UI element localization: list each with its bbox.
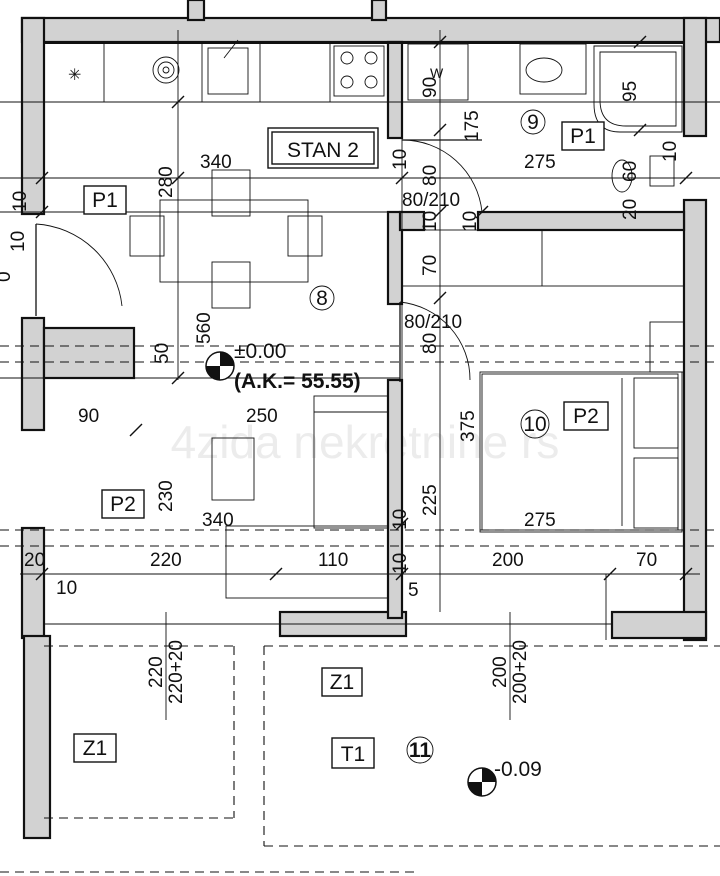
room-9-circle (520, 109, 546, 135)
bath-room-number: 9 (527, 111, 539, 134)
dim-bath-60: 60 (620, 161, 641, 182)
dim-w10-bottom-left: 10 (56, 578, 77, 599)
dim-mid-80b: 80 (420, 333, 441, 354)
dim-bottom-200: 200 (492, 550, 524, 571)
dim-bottom-110: 110 (318, 550, 348, 571)
door-bathroom (401, 139, 483, 213)
living-floor-code: P1 (92, 189, 118, 212)
bath-floor-box (561, 121, 605, 151)
fridge-icon: ✳ (68, 67, 81, 84)
dim-bedroom-375: 375 (458, 410, 479, 442)
dim-w10-left-c: 0 (0, 271, 15, 282)
bed (479, 371, 683, 533)
living-floor-box (83, 185, 127, 215)
dim-w10-left-a: 10 (10, 191, 31, 212)
dim-w20-left: 20 (24, 550, 45, 571)
dim-bath-10: 10 (660, 141, 681, 162)
bedside-table (649, 321, 685, 373)
room-8-circle (309, 285, 335, 311)
dim-bottom-70: 70 (636, 550, 657, 571)
terrace-floor-code: T1 (341, 743, 366, 766)
door-bedroom (399, 301, 471, 382)
dim-bottom-10: 10 (390, 553, 411, 574)
dim-mid-10c: 10 (460, 211, 481, 232)
labels: STAN 2 ±0.00 (A.K.= 55.55) -0.09 8 P1 P2… (0, 65, 681, 781)
dim-bath-95: 95 (620, 81, 641, 102)
dim-mid-10a: 10 (390, 149, 411, 170)
room-10-circle (520, 409, 550, 439)
dining-table (129, 169, 323, 309)
dimension-lines (0, 30, 720, 720)
dim-sill-200-20: 200+20 (510, 640, 531, 704)
sink-icon (207, 39, 249, 95)
washing-machine-icon (152, 56, 180, 84)
window-z1-box (321, 667, 363, 697)
window-z1-text: Z1 (330, 671, 355, 694)
living-room-number: 8 (316, 287, 328, 310)
dim-w10-left-b: 10 (8, 231, 29, 252)
level-marker-icon (205, 351, 235, 381)
watermark-text: 4zida nekretnine rs (171, 416, 560, 468)
beam-lines (0, 345, 720, 847)
dim-mid-80a: 80 (420, 165, 441, 186)
window-z1-left-text: Z1 (83, 737, 108, 760)
dim-bedroom-275: 275 (524, 510, 556, 531)
wardrobe (401, 229, 685, 287)
level-text: ±0.00 (234, 340, 286, 363)
dim-dining-280: 280 (156, 166, 177, 198)
washer-label: W (430, 65, 444, 81)
dim-wardrobe-70: 70 (420, 255, 441, 276)
dim-bottom-220: 220 (150, 550, 182, 571)
bedroom-floor-code: P2 (573, 405, 599, 428)
dimension-ticks (35, 35, 693, 581)
coffee-table (211, 437, 255, 501)
dim-bath-20: 20 (620, 199, 641, 220)
sofa (225, 395, 389, 599)
dim-left-230: 230 (156, 480, 177, 512)
door-entrance (35, 223, 123, 316)
dim-sill-220-20: 220+20 (166, 640, 187, 704)
dim-bedroom-10: 10 (390, 509, 411, 530)
dim-sill-200: 200 (490, 656, 511, 688)
stove-icon (333, 45, 385, 97)
dim-bath-175: 175 (462, 110, 483, 142)
dim-sill-220: 220 (146, 656, 167, 688)
bath-floor-code: P1 (570, 125, 596, 148)
terrace-level-marker-icon (467, 767, 497, 797)
door-size-bedroom: 80/210 (404, 312, 462, 333)
kitchen-counter (43, 41, 389, 103)
bedroom-room-number: 10 (523, 413, 546, 436)
dim-bath-275: 275 (524, 152, 556, 173)
dim-kitchen-width: 340 (200, 152, 232, 173)
window-z1-left-box (73, 733, 117, 763)
dim-bedroom-225: 225 (420, 484, 441, 516)
dim-sofa-250: 250 (246, 406, 278, 427)
dim-mid-10b: 10 (420, 211, 441, 232)
dim-living-340: 340 (202, 510, 234, 531)
apartment-name: STAN 2 (287, 139, 359, 162)
terrace-room-number: 11 (409, 739, 432, 762)
terrace-floor-box (331, 737, 375, 769)
living-lower-floor-box (101, 489, 145, 519)
dim-living-560: 560 (194, 312, 215, 344)
dim-left-90: 90 (78, 406, 99, 427)
dim-wall-50: 50 (152, 343, 173, 364)
living-lower-floor-code: P2 (110, 493, 136, 516)
absolute-level-text: (A.K.= 55.55) (234, 370, 361, 393)
door-size-bath: 80/210 (402, 190, 460, 211)
dim-bottom-5: 5 (408, 580, 419, 601)
bedroom-floor-box (563, 401, 609, 431)
room-11-circle (406, 736, 434, 764)
terrace-level-text: -0.09 (494, 758, 542, 781)
dim-bath-90: 90 (420, 77, 441, 98)
walls (20, 0, 720, 840)
